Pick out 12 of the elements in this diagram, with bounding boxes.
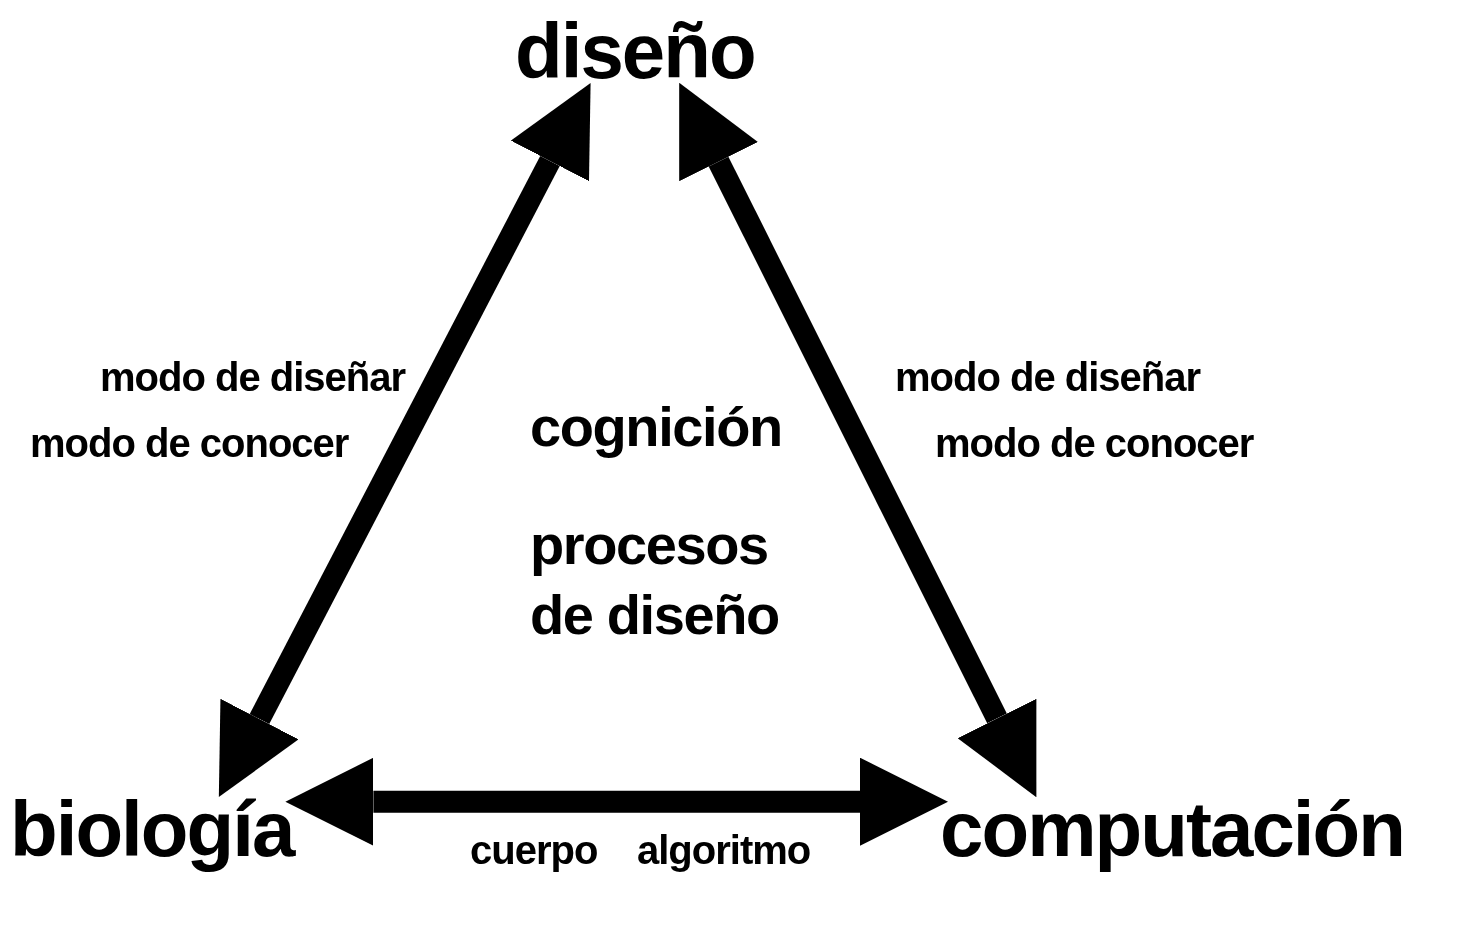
concept-label: cognición bbox=[530, 394, 782, 460]
node-title: diseño bbox=[515, 12, 755, 90]
double-arrow bbox=[218, 82, 591, 798]
concept-label: cuerpo bbox=[470, 827, 598, 874]
concept-label: modo de conocer bbox=[935, 420, 1254, 467]
concept-label: procesos de diseño bbox=[530, 512, 780, 648]
double-arrow bbox=[285, 757, 948, 846]
concept-label: algoritmo bbox=[637, 827, 811, 874]
concept-label: modo de conocer bbox=[30, 420, 349, 467]
concept-label: modo de diseñar bbox=[100, 354, 406, 401]
double-arrow bbox=[679, 82, 1037, 798]
concept-label: modo de diseñar bbox=[895, 354, 1201, 401]
